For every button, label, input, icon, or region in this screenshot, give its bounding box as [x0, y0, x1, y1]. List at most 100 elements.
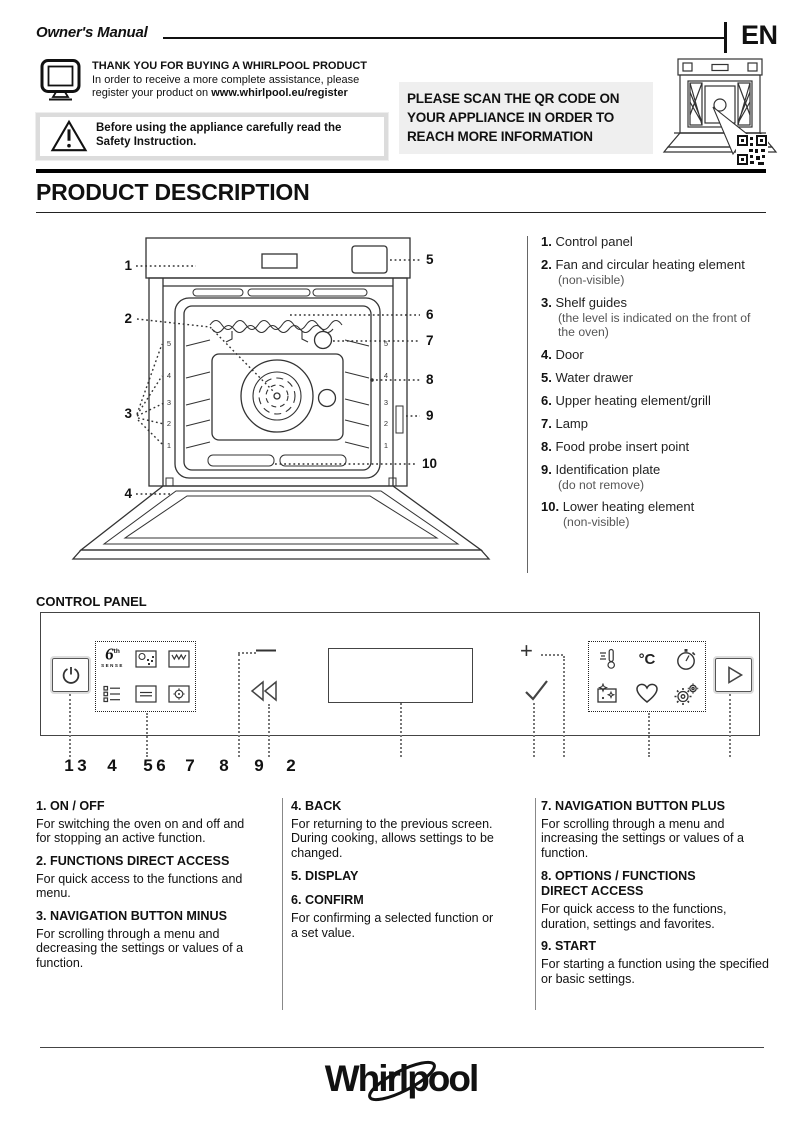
desc-body: For quick access to the functions and me…: [36, 871, 243, 901]
start-button: [713, 656, 754, 694]
power-icon: [62, 667, 79, 684]
on-off-button: [50, 656, 91, 694]
footer-rule: [40, 1047, 764, 1049]
parts-list: 1. Control panel 2. Fan and circular hea…: [541, 234, 797, 537]
shelf-level-numbers: 5 4 3 2 1 5 4 3 2 1: [167, 339, 388, 450]
leader-line: [400, 703, 402, 757]
svg-text:4: 4: [124, 486, 132, 501]
header-vbar: [724, 22, 727, 53]
panel-number: 4: [107, 756, 117, 775]
list-item: 10. Lower heating element(non-visible): [541, 499, 695, 529]
leader-line: [533, 703, 535, 757]
callout-numbers: 1 2 3 4 5 6 7 8 9 10: [124, 252, 437, 501]
menu-icon: [102, 685, 120, 702]
panel-number: 1: [64, 756, 74, 775]
leader-line: [268, 704, 270, 757]
qr-instruction-line1: PLEASE SCAN THE QR CODE ON: [407, 91, 620, 106]
whirlpool-logo: Whirlpool: [324, 1058, 480, 1099]
svg-text:5: 5: [426, 252, 434, 267]
plus-leader: [541, 654, 563, 656]
registration-text: THANK YOU FOR BUYING A WHIRLPOOL PRODUCT…: [92, 60, 412, 101]
start-triangle-icon: [727, 666, 743, 684]
timer-icon: [676, 648, 696, 670]
registration-title: THANK YOU FOR BUYING A WHIRLPOOL PRODUCT: [92, 60, 367, 72]
desc-body: For switching the oven on and off and fo…: [36, 816, 245, 846]
panel-number: 2: [286, 756, 296, 775]
svg-text:2: 2: [384, 419, 388, 428]
svg-text:5: 5: [167, 339, 171, 348]
qr-instruction-line3: REACH MORE INFORMATION: [407, 129, 593, 144]
panel-number: 8: [219, 756, 229, 775]
minus-button: —: [256, 639, 276, 661]
desc-body: For scrolling through a menu and increas…: [541, 816, 744, 861]
list-item: 8. Food probe insert point: [541, 438, 690, 454]
fan-icon: [167, 685, 190, 703]
svg-text:2: 2: [167, 419, 171, 428]
header-divider: [163, 37, 724, 39]
leader-line: [648, 713, 650, 757]
svg-text:3: 3: [384, 398, 388, 407]
svg-text:1: 1: [384, 441, 388, 450]
desc-body: For returning to the previous screen. Du…: [291, 816, 494, 861]
list-item: 5. Water drawer: [541, 369, 634, 385]
confirm-check-icon: [525, 680, 548, 701]
desc-body: For quick access to the functions, durat…: [541, 901, 727, 931]
svg-text:4: 4: [384, 371, 388, 380]
leader-line: [563, 656, 565, 757]
descriptions-column-3: 7. NAVIGATION BUTTON PLUS For scrolling …: [541, 799, 793, 995]
svg-text:3: 3: [124, 406, 132, 421]
leader-line: [69, 694, 71, 757]
functions-direct-access-group: 6th SENSE: [95, 641, 196, 712]
svg-text:6: 6: [426, 307, 434, 322]
list-item: 7. Lamp: [541, 415, 588, 431]
shelf-icon: [134, 685, 157, 703]
column-divider: [282, 798, 283, 1010]
panel-number: 5: [143, 756, 153, 775]
grill-icon: [167, 650, 190, 668]
sixth-sense-icon: 6th SENSE: [101, 644, 124, 669]
list-item: 3. Shelf guides(the level is indicated o…: [541, 294, 751, 340]
panel-number: 6: [156, 756, 166, 775]
desc-heading: 2. FUNCTIONS DIRECT ACCESS: [36, 854, 230, 869]
qr-code: [736, 134, 768, 166]
svg-text:8: 8: [426, 372, 434, 387]
desc-heading: 3. NAVIGATION BUTTON MINUS: [36, 909, 228, 924]
defrost-icon: [134, 650, 157, 668]
descriptions-column-2: 4. BACK For returning to the previous sc…: [291, 799, 527, 948]
svg-text:4: 4: [167, 371, 171, 380]
safety-warning-text: Before using the appliance carefully rea…: [96, 122, 342, 148]
options-group: °C: [588, 641, 706, 712]
panel-number: 9: [254, 756, 264, 775]
desc-body: For starting a function using the specif…: [541, 956, 769, 986]
section-rule: [36, 169, 766, 173]
list-item: 1. Control panel: [541, 234, 633, 249]
product-description-title: PRODUCT DESCRIPTION: [36, 179, 310, 205]
desc-heading: 5. DISPLAY: [291, 868, 359, 883]
desc-heading: 9. START: [541, 939, 597, 954]
svg-text:9: 9: [426, 408, 434, 423]
svg-text:5: 5: [384, 339, 388, 348]
oven-diagram: 5 4 3 2 1 5 4 3 2 1 1 2 3: [71, 237, 491, 560]
desc-body: For confirming a selected function or a …: [291, 910, 494, 940]
page-title: Owner's Manual: [36, 24, 148, 41]
settings-gears-icon: [674, 683, 698, 705]
control-panel-title: CONTROL PANEL: [36, 594, 147, 609]
desc-heading: 6. CONFIRM: [291, 893, 364, 908]
list-item: 2. Fan and circular heating element(non-…: [541, 257, 745, 287]
minus-leader: [238, 652, 256, 654]
desc-heading: 8. OPTIONS / FUNCTIONS DIRECT ACCESS: [541, 868, 696, 899]
desc-heading: 7. NAVIGATION BUTTON PLUS: [541, 799, 726, 813]
descriptions-column-1: 1. ON / OFF For switching the oven on an…: [36, 799, 276, 979]
svg-text:10: 10: [422, 456, 437, 471]
desc-body: For scrolling through a menu and decreas…: [36, 926, 244, 971]
plus-button: +: [520, 638, 533, 663]
callout-leaders: [136, 259, 420, 495]
leader-line: [238, 654, 240, 757]
svg-text:1: 1: [167, 441, 171, 450]
list-item: 4. Door: [541, 346, 584, 362]
svg-text:1: 1: [124, 258, 132, 273]
registration-url: www.whirlpool.eu/register: [211, 87, 348, 99]
warning-triangle-icon: [50, 119, 88, 152]
svg-text:2: 2: [124, 311, 132, 326]
qr-instruction: PLEASE SCAN THE QR CODE ON YOUR APPLIANC…: [399, 82, 653, 154]
